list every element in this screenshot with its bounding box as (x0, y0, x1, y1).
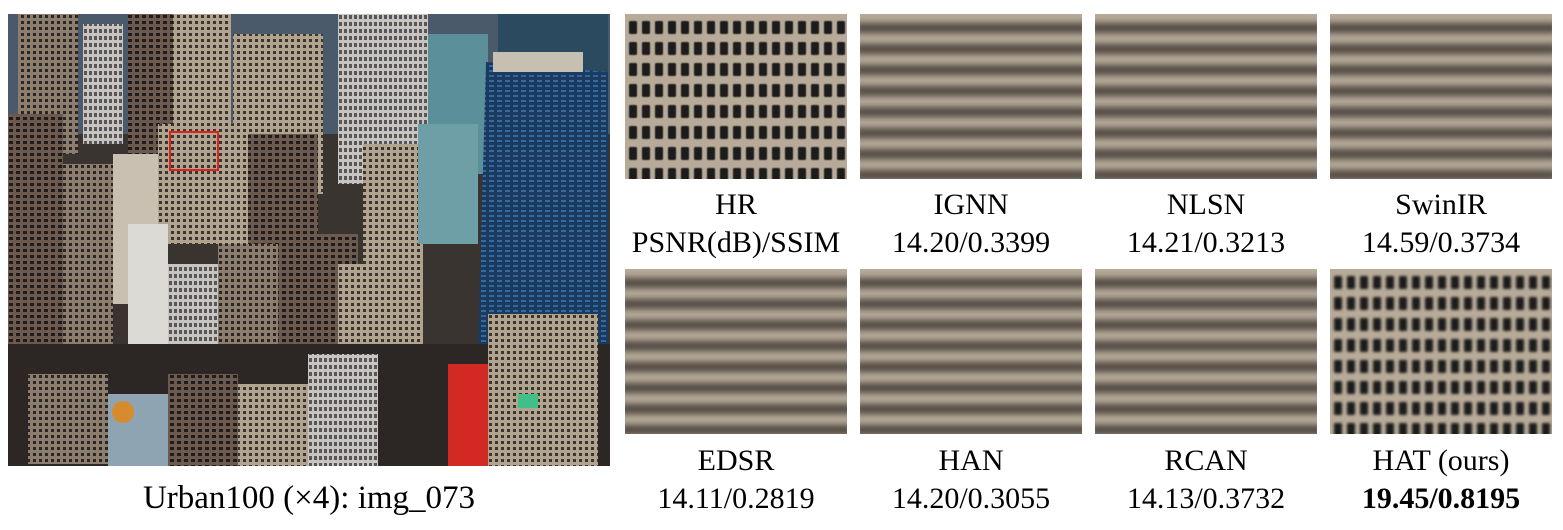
psnr-ssim-score: 19.45/0.8195 (1361, 482, 1521, 515)
panel-caption: HAN 14.20/0.3055 (846, 442, 1096, 518)
crop-image-han (860, 269, 1082, 434)
method-name: HR (715, 188, 757, 221)
psnr-ssim-score: 14.11/0.2819 (657, 482, 815, 515)
main-caption: Urban100 (×4): img_073 (142, 480, 476, 516)
psnr-ssim-score: 14.13/0.3732 (1126, 482, 1286, 515)
crop-image-rcan (1095, 269, 1317, 434)
method-name: SwinIR (1395, 188, 1487, 221)
method-name: RCAN (1164, 444, 1248, 477)
panel-caption: HAT (ours) 19.45/0.8195 (1316, 442, 1563, 518)
crop-image-hr (625, 14, 847, 179)
panel-caption: IGNN 14.20/0.3399 (846, 186, 1096, 262)
panel-caption: HR PSNR(dB)/SSIM (611, 186, 861, 262)
psnr-ssim-score: 14.59/0.3734 (1361, 226, 1521, 259)
overview-image (8, 14, 610, 466)
method-name: HAN (938, 444, 1004, 477)
panel-caption: SwinIR 14.59/0.3734 (1316, 186, 1563, 262)
method-name: NLSN (1166, 188, 1246, 221)
method-name: IGNN (933, 188, 1009, 221)
city-aerial-illustration (8, 14, 610, 466)
roi-box (169, 131, 219, 171)
psnr-ssim-score: PSNR(dB)/SSIM (631, 226, 841, 259)
method-name: HAT (ours) (1372, 444, 1510, 477)
panel-caption: RCAN 14.13/0.3732 (1081, 442, 1331, 518)
psnr-ssim-score: 14.20/0.3399 (891, 226, 1051, 259)
crop-image-hat-ours (1330, 269, 1552, 434)
psnr-ssim-score: 14.21/0.3213 (1126, 226, 1286, 259)
method-name: EDSR (697, 444, 775, 477)
panel-caption: NLSN 14.21/0.3213 (1081, 186, 1331, 262)
crop-image-edsr (625, 269, 847, 434)
crop-image-ignn (860, 14, 1082, 179)
crop-image-swinir (1330, 14, 1552, 179)
psnr-ssim-score: 14.20/0.3055 (891, 482, 1051, 515)
crop-image-nlsn (1095, 14, 1317, 179)
panel-caption: EDSR 14.11/0.2819 (611, 442, 861, 518)
